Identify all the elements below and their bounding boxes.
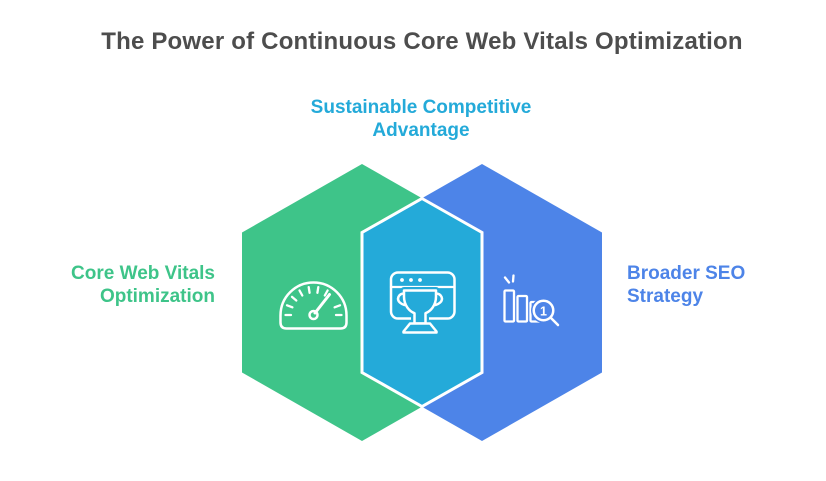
trophy-right-handle	[434, 292, 444, 307]
center-overlap-label: Sustainable Competitive Advantage	[310, 97, 532, 141]
magnifier-digit: 1	[540, 304, 547, 318]
right-hexagon-label: Broader SEO Strategy	[627, 263, 746, 307]
left-hexagon-label: Core Web Vitals Optimization	[71, 263, 215, 307]
page-title: The Power of Continuous Core Web Vitals …	[101, 28, 743, 55]
bar-medium	[516, 294, 529, 323]
trophy	[396, 289, 444, 334]
trophy-left-handle	[396, 292, 406, 307]
browser-dot	[400, 278, 404, 282]
gauge-hub	[308, 309, 319, 321]
browser-dot	[409, 278, 413, 282]
bar-tall	[503, 289, 516, 323]
sparkle-marks	[503, 274, 515, 284]
browser-dot	[418, 278, 422, 282]
gauge-ticks	[284, 285, 343, 317]
gauge-needle	[313, 293, 331, 315]
bar-chart-magnifier-icon: 1	[503, 274, 562, 329]
speedometer-icon	[279, 281, 348, 330]
trophy-base	[402, 322, 438, 334]
magnifier-lens	[532, 299, 555, 322]
magnifier-handle	[549, 316, 560, 327]
browser-trophy-icon	[389, 271, 456, 336]
